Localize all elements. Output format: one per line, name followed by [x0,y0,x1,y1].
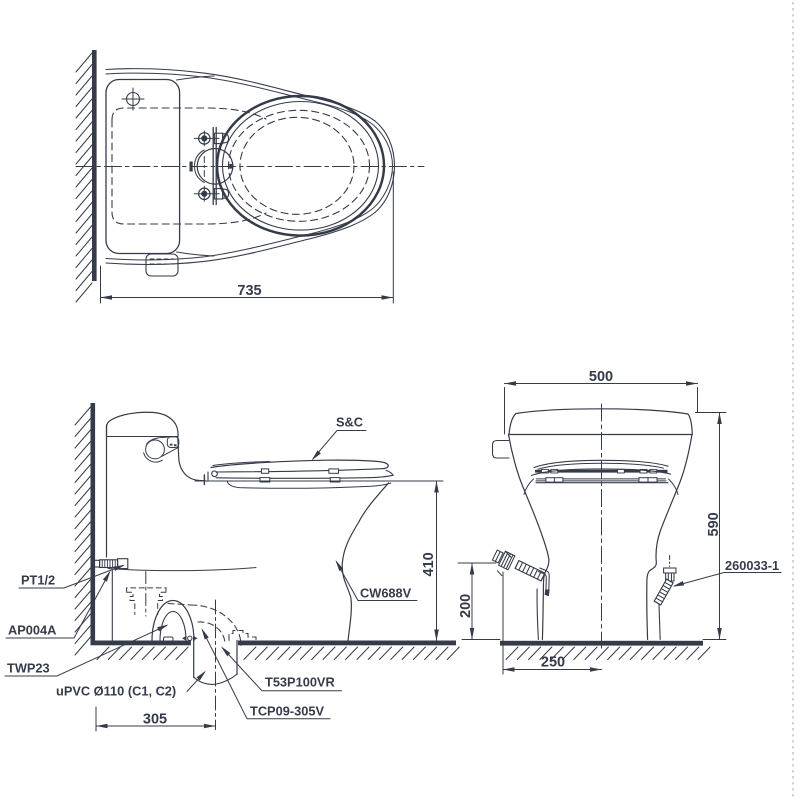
svg-text:uPVC Ø110 (C1, C2): uPVC Ø110 (C1, C2) [56,684,176,699]
svg-text:CW688V: CW688V [360,586,412,601]
svg-text:TWP23: TWP23 [7,661,50,676]
svg-text:250: 250 [541,655,565,671]
svg-text:PT1/2: PT1/2 [21,573,55,588]
svg-text:410: 410 [421,552,437,576]
svg-text:TCP09-305V: TCP09-305V [250,704,324,719]
svg-text:200: 200 [458,594,474,618]
svg-text:260033-1: 260033-1 [725,558,779,573]
svg-text:T53P100VR: T53P100VR [265,675,335,690]
svg-text:AP004A: AP004A [8,623,56,638]
svg-text:735: 735 [237,283,261,299]
svg-text:305: 305 [143,712,167,728]
svg-text:S&C: S&C [336,415,363,430]
svg-text:590: 590 [706,512,722,536]
svg-text:500: 500 [589,369,613,385]
